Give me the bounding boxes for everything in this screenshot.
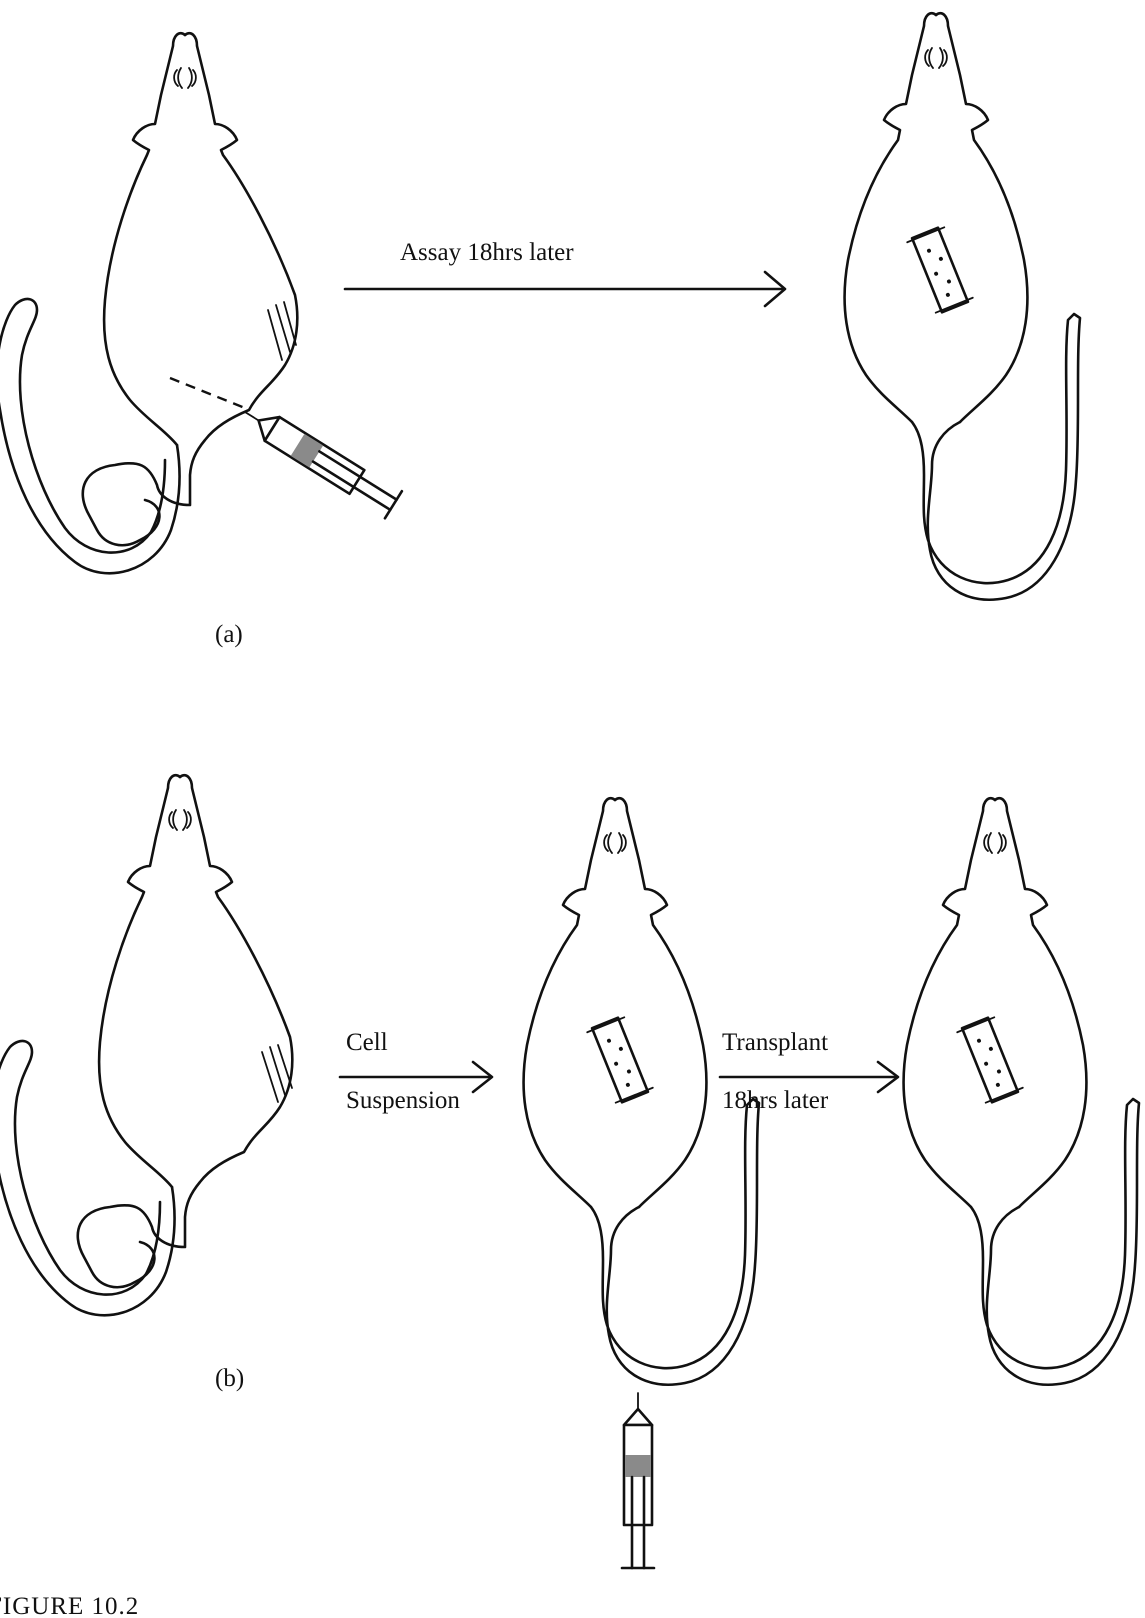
panel-b: Cell Suspension Transplant 18hrs later (… <box>0 775 1139 1568</box>
injection-path-a <box>170 378 245 408</box>
arrow-b1-label-line1: Cell <box>346 1029 388 1056</box>
arrow-a-label: Assay 18hrs later <box>400 239 574 266</box>
syringe-b <box>622 1393 654 1568</box>
syringe-a <box>237 398 402 518</box>
arrow-b1-label-line2: Suspension <box>346 1087 460 1114</box>
mouse-b1-drawing <box>0 775 292 1315</box>
arrow-b2-label-line2: 18hrs later <box>722 1087 829 1114</box>
panel-b-label: (b) <box>215 1365 244 1392</box>
arrow-b2-label-line1: Transplant <box>722 1029 828 1056</box>
mouse-a2-drawing <box>845 13 1080 599</box>
mouse-a1-drawing <box>0 33 297 573</box>
chamber-a2 <box>906 225 973 314</box>
panel-a-label: (a) <box>215 621 243 648</box>
chamber-b3 <box>956 1015 1023 1104</box>
figure-caption: FIGURE 10.2 <box>0 1593 139 1618</box>
chamber-b2 <box>586 1015 653 1104</box>
panel-a: Assay 18hrs later (a) <box>0 13 1080 648</box>
arrow-a <box>345 272 785 306</box>
mouse-b3-drawing <box>904 798 1139 1384</box>
